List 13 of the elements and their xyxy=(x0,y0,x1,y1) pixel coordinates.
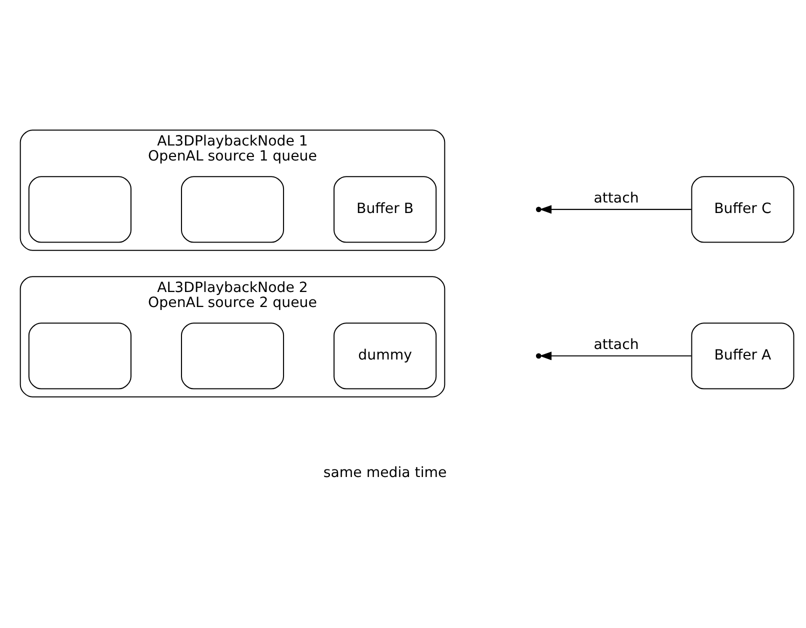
node-box xyxy=(180,322,284,390)
edge-label: attach xyxy=(594,337,639,354)
node-box xyxy=(28,322,132,390)
node-box: Buffer B xyxy=(334,176,437,243)
node-box xyxy=(180,176,284,243)
arrow xyxy=(539,352,692,360)
node-box xyxy=(28,176,132,243)
node-box: Buffer A xyxy=(691,322,794,390)
arrow xyxy=(539,205,692,214)
node-box: dummy xyxy=(334,322,437,390)
node-box: Buffer C xyxy=(691,176,794,243)
label: same media time xyxy=(323,464,447,481)
edge-label: attach xyxy=(594,190,639,207)
